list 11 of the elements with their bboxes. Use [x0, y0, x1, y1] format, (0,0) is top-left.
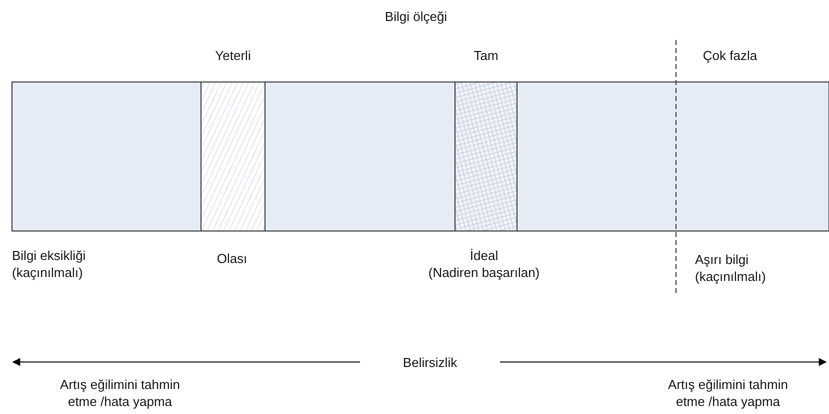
- region-label: Aşırı bilgi (kaçınılmalı): [695, 251, 766, 285]
- region-label: Bilgi eksikliği (kaçınılmalı): [12, 247, 86, 281]
- note-text: Artış eğilimini tahmin etme /hata yapma: [668, 376, 788, 410]
- axis-label: Belirsizlik: [402, 354, 458, 371]
- region-label: İdeal (Nadiren başarılan): [428, 247, 540, 281]
- level-label: Tam: [474, 47, 498, 64]
- region-label: Olası: [216, 250, 248, 267]
- note-text: Artış eğilimini tahmin etme /hata yapma: [60, 376, 180, 410]
- level-label: Çok fazla: [702, 47, 758, 64]
- level-label: Yeterli: [215, 47, 251, 64]
- diagram-title: Bilgi ölçeği: [384, 8, 448, 25]
